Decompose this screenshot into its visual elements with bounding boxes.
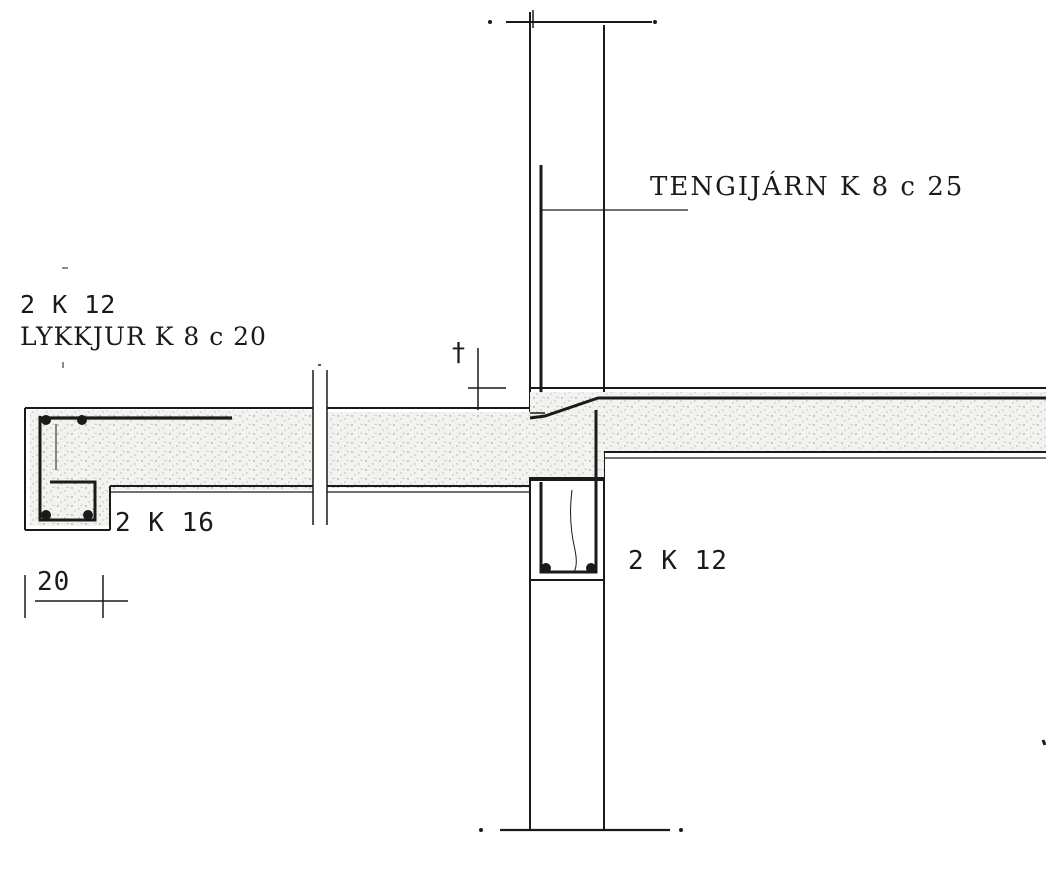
rebar-dot [77, 415, 87, 425]
stirrups-label: LYKKJUR K 8 c 20 [20, 322, 267, 351]
rebar-dot [541, 563, 551, 573]
break-dot [488, 20, 492, 24]
edge-beam-reinforcement [38, 415, 232, 522]
tie-bar-label: TENGIJÁRN K 8 c 25 [650, 172, 965, 202]
break-dot [479, 828, 483, 832]
left-slab-concrete-mid [327, 412, 532, 488]
width-dimension [24, 267, 128, 618]
level-mark-label: † [452, 338, 466, 368]
downstand-beam [529, 410, 605, 581]
rebar-dot [41, 510, 51, 520]
break-dot [653, 20, 657, 24]
downstand-stirrup [539, 410, 598, 574]
bottom-bars-left-label: 2 K 16 [115, 508, 215, 538]
bottom-bars-right-label: 2 K 12 [628, 546, 728, 576]
rebar-dot [41, 415, 51, 425]
downstand-crack [570, 489, 577, 573]
left-slab [24, 364, 532, 531]
right-slab-top-bar [529, 396, 1046, 420]
right-slab [529, 387, 1046, 478]
edge-beam-stirrup [38, 416, 97, 522]
right-slab-concrete [530, 392, 1046, 478]
level-step-dimension [468, 348, 506, 410]
left-slab-concrete [30, 410, 313, 526]
width-dimension-label: 20 [37, 567, 71, 597]
stray-mark [1041, 739, 1046, 746]
top-bars-label: 2 K 12 [20, 290, 117, 319]
rebar-dot [83, 510, 93, 520]
break-dot [679, 828, 683, 832]
rebar-dot [586, 563, 596, 573]
